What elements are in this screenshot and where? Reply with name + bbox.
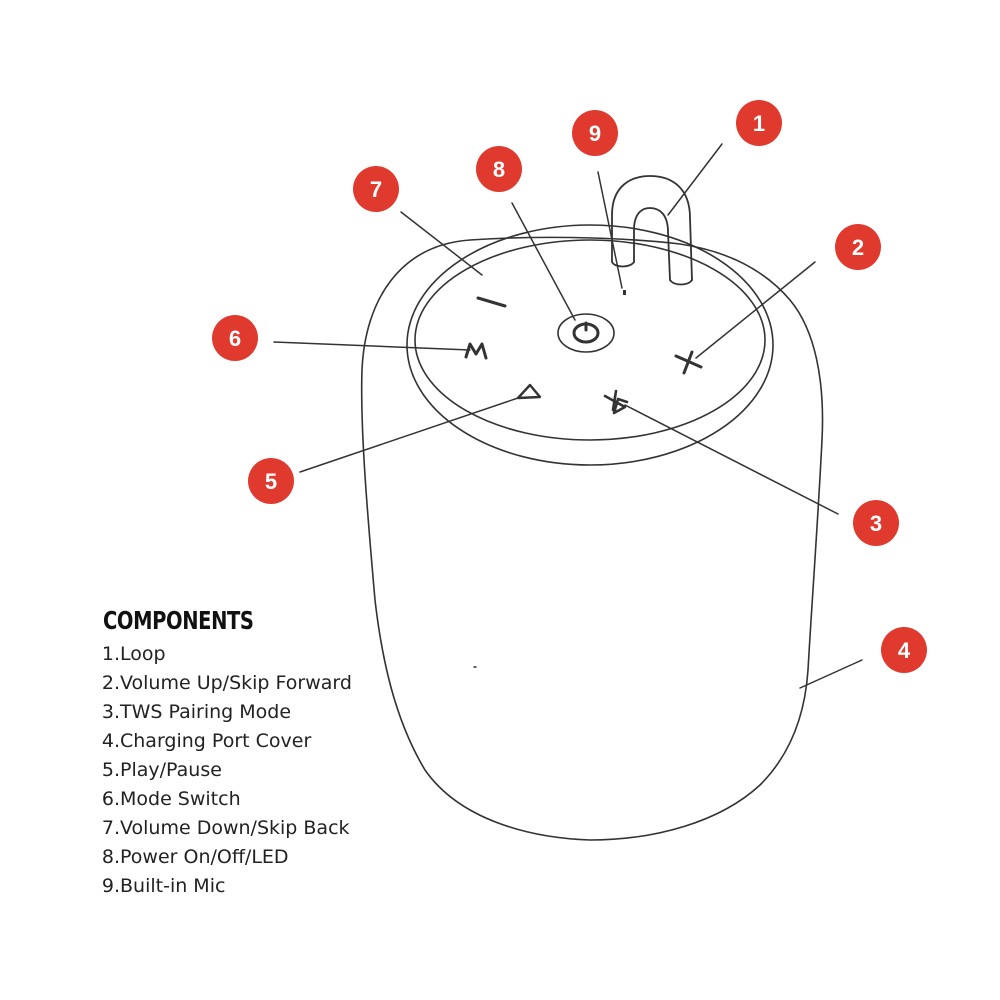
component-label: Mode Switch: [120, 788, 241, 810]
callout-number: 7: [370, 177, 382, 202]
components-heading: COMPONENTS: [103, 606, 254, 635]
callout-7: 7: [353, 166, 399, 212]
component-label: TWS Pairing Mode: [120, 701, 292, 723]
component-item: 7.Volume Down/Skip Back: [101, 817, 350, 839]
speaker-body: [360, 236, 824, 841]
component-item: 6.Mode Switch: [101, 788, 241, 810]
callout-3: 3: [853, 500, 899, 546]
callout-number: 8: [493, 157, 505, 182]
bluetooth-icon[interactable]: [603, 389, 629, 415]
component-item: 2.Volume Up/Skip Forward: [101, 672, 352, 694]
callout-2: 2: [835, 224, 881, 270]
callout-1: 1: [736, 100, 782, 146]
component-label: Loop: [120, 643, 166, 665]
callout-number: 3: [870, 511, 882, 536]
callout-5: 5: [248, 458, 294, 504]
component-label: Volume Down/Skip Back: [120, 817, 350, 839]
loop-strap-icon: [611, 175, 693, 286]
callout-6: 6: [212, 315, 258, 361]
component-item: 8.Power On/Off/LED: [101, 846, 289, 868]
top-panel: [414, 239, 766, 441]
callout-number: 2: [852, 235, 864, 260]
component-item: 9.Built-in Mic: [101, 875, 226, 897]
callout-4: 4: [881, 627, 927, 673]
callout-8: 8: [476, 146, 522, 192]
component-label: Built-in Mic: [120, 875, 226, 897]
power-icon[interactable]: [557, 313, 615, 353]
components-list: 1.Loop 2.Volume Up/Skip Forward 3.TWS Pa…: [100, 642, 352, 903]
component-label: Play/Pause: [120, 759, 222, 781]
callout-number: 4: [898, 638, 911, 663]
component-label: Power On/Off/LED: [120, 846, 289, 868]
callout-9: 9: [572, 110, 618, 156]
component-item: 4.Charging Port Cover: [101, 730, 312, 752]
mic-hole-icon: [623, 290, 626, 295]
mode-m-icon[interactable]: [464, 342, 488, 360]
component-item: 1.Loop: [101, 643, 166, 665]
callout-number: 5: [265, 469, 277, 494]
leader-lines: [273, 143, 863, 689]
volume-down-icon[interactable]: [476, 296, 507, 308]
component-label: Volume Up/Skip Forward: [120, 672, 352, 694]
callout-number: 6: [229, 326, 241, 351]
volume-up-icon[interactable]: [674, 350, 703, 375]
component-item: 5.Play/Pause: [101, 759, 222, 781]
play-icon[interactable]: [516, 383, 542, 400]
callout-number: 1: [753, 111, 765, 136]
top-rim: [406, 224, 774, 466]
component-item: 3.TWS Pairing Mode: [101, 701, 292, 723]
callout-number: 9: [589, 121, 601, 146]
component-label: Charging Port Cover: [120, 730, 312, 752]
